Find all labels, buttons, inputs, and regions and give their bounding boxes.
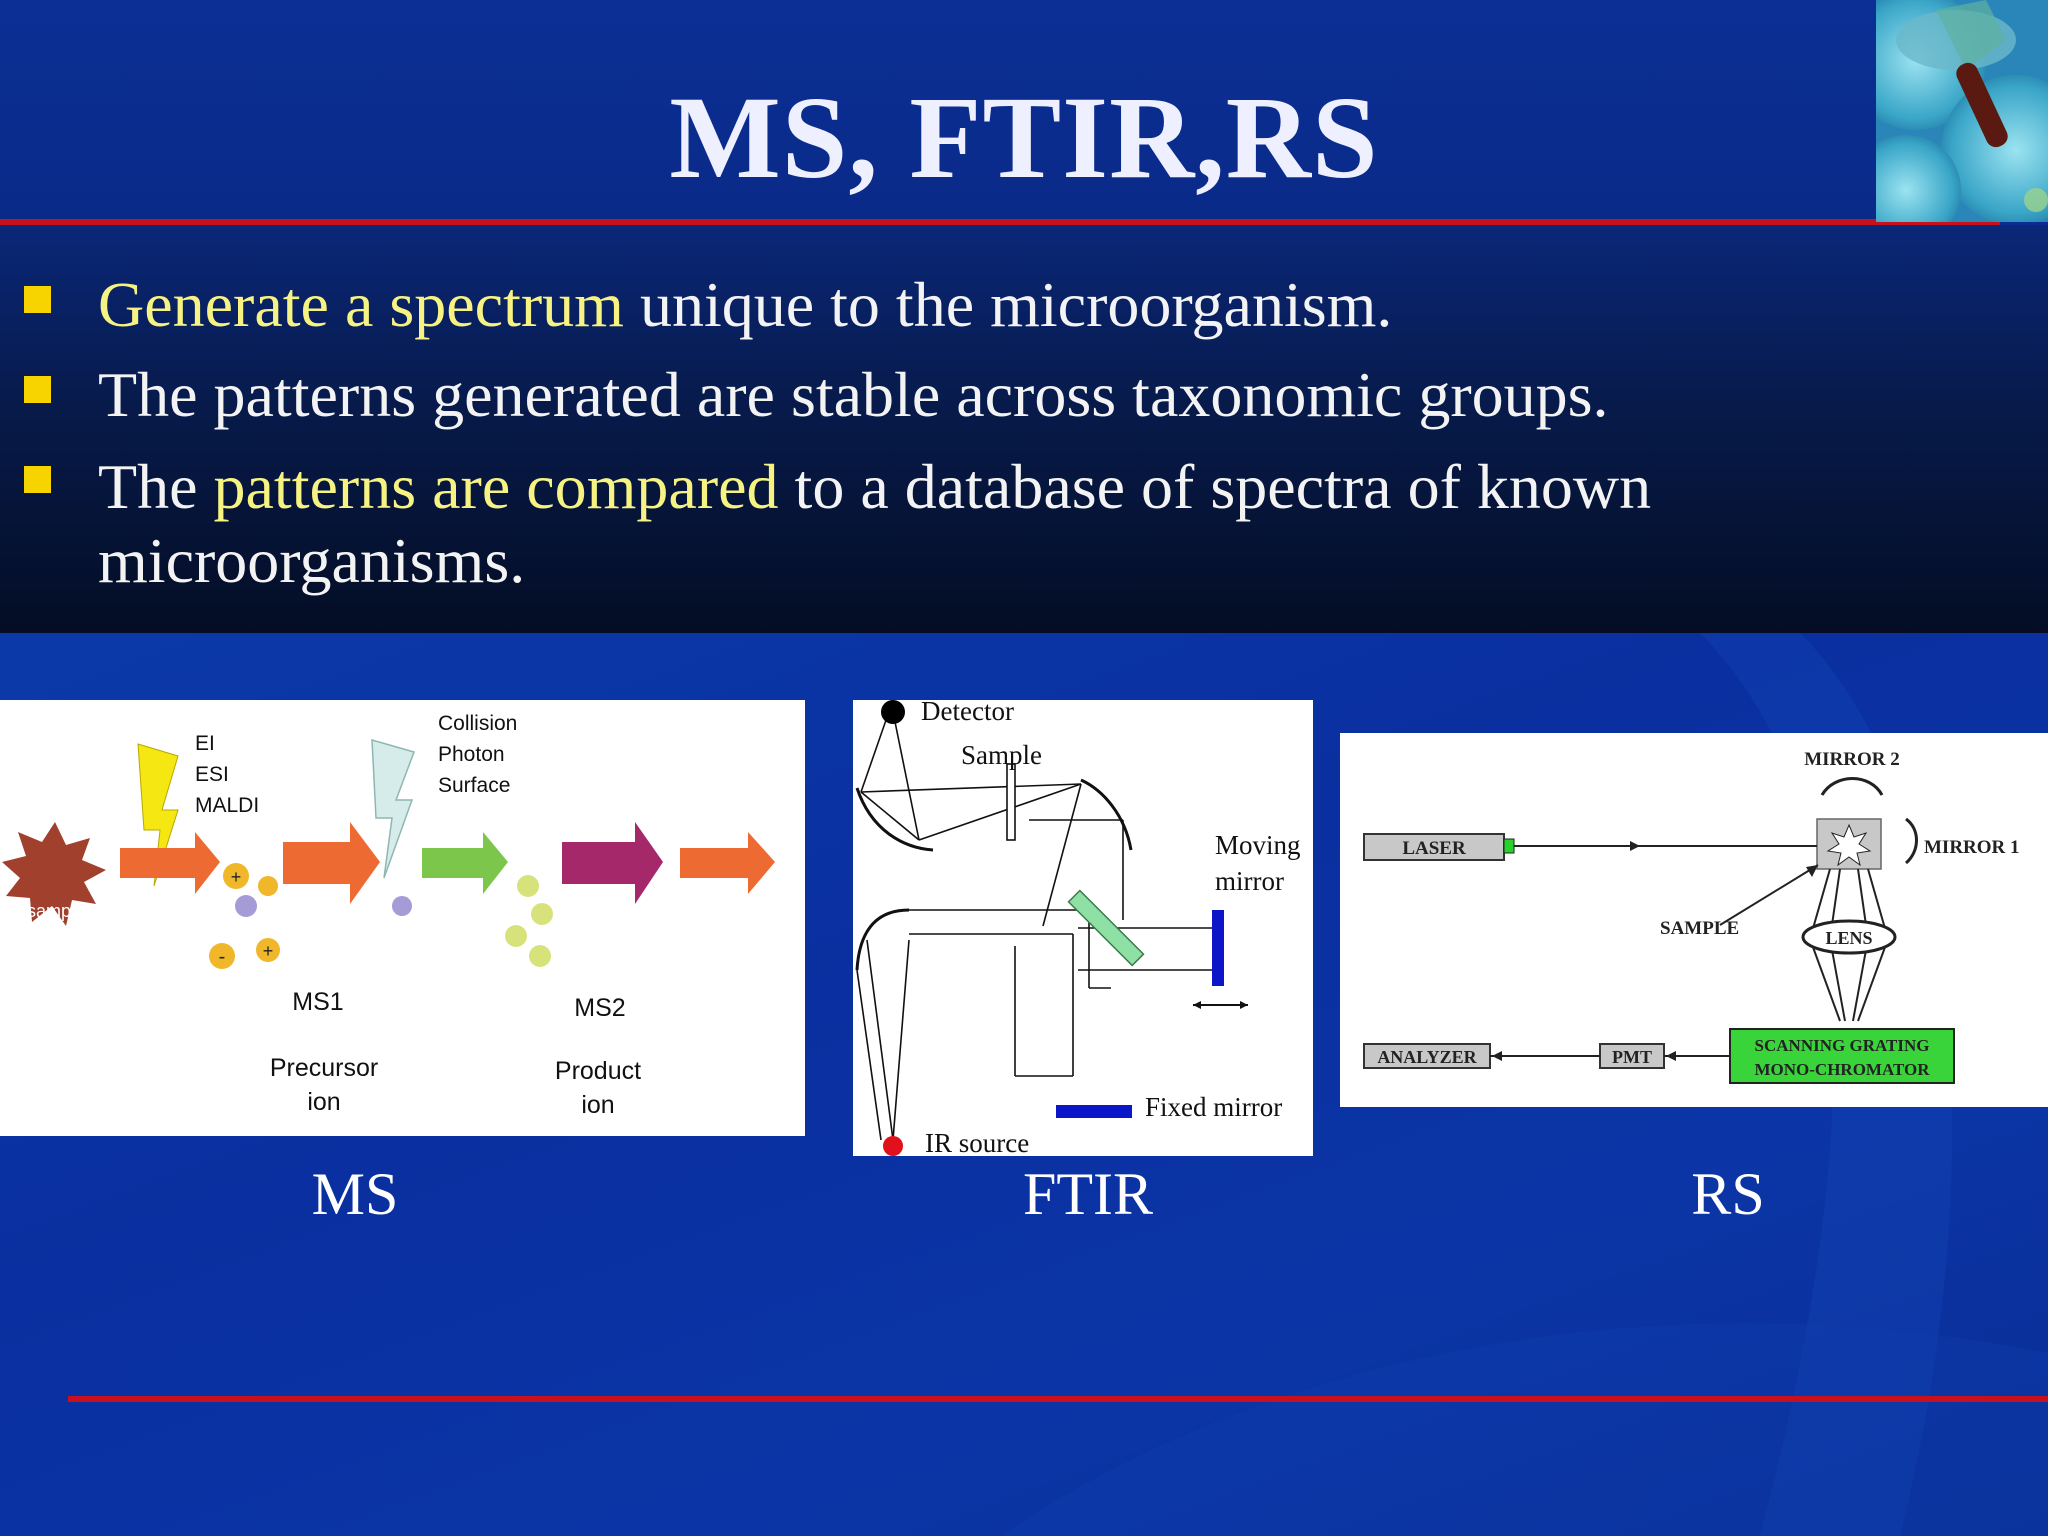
mirror2-shape <box>1820 777 1884 796</box>
caption-ms: MS <box>311 1161 399 1227</box>
ir-source-dot <box>883 1136 903 1156</box>
precursor-line2: ion <box>307 1088 340 1116</box>
moving-mirror-line2: mirror <box>1215 866 1284 896</box>
ms2-label: MS2 <box>574 994 625 1022</box>
rs-diagram: MIRROR 2 MIRROR 1 LASER SAMPLE LENS SCAN… <box>1340 733 2048 1107</box>
detection-label: detection <box>689 901 758 920</box>
collision-type-3: Surface <box>438 774 510 797</box>
analyzer-box <box>1363 1043 1491 1069</box>
precursor-line1: Precursor <box>270 1054 378 1082</box>
pmt-label: PMT <box>1612 1047 1652 1067</box>
scatter-starburst-icon <box>1826 823 1872 867</box>
separation-arrow-1 <box>283 822 380 904</box>
svg-text:-: - <box>219 946 226 968</box>
svg-text:+: + <box>231 867 242 887</box>
bullet-square-icon <box>24 376 51 403</box>
fixed-mirror-label: Fixed mirror <box>1145 1092 1282 1122</box>
ion-source-3: MALDI <box>195 794 259 817</box>
collision-type-2: Photon <box>438 743 505 766</box>
bullet-2: The patterns generated are stable across… <box>98 358 1998 432</box>
bullet-band <box>0 225 2048 633</box>
title-rule <box>0 219 2000 225</box>
lens-shape <box>1801 919 1897 955</box>
caption-rs: RS <box>1691 1161 1765 1227</box>
separation2-line1: m/z <box>594 889 620 906</box>
detection-arrow <box>680 832 775 894</box>
fragmentation-lightning-icon <box>371 738 415 879</box>
fixed-mirror <box>1056 1105 1132 1118</box>
bullet-square-icon <box>24 466 51 493</box>
sample-cell <box>1006 763 1016 841</box>
lens-label: LENS <box>1825 928 1872 948</box>
mirror2-label: MIRROR 2 <box>1804 749 1900 770</box>
sample-starburst <box>2 822 106 926</box>
bullet-3-text-b: to a database of spectra of known microo… <box>98 451 1652 596</box>
bullet-1-text: unique to the microorganism. <box>623 269 1393 340</box>
lab-photo-image <box>1876 0 2048 222</box>
ms-diagram: sample EI ESI MALDI Collision Photon Sur… <box>0 700 805 1136</box>
ionization-arrow <box>120 832 220 894</box>
bullet-1-highlight: Generate a spectrum <box>98 269 624 340</box>
separation2-line2: separation <box>570 910 645 927</box>
separation1-line2: separation <box>290 910 365 927</box>
beam-splitter <box>1067 889 1145 967</box>
caption-ftir: FTIR <box>1022 1161 1154 1227</box>
mirror1-label: MIRROR 1 <box>1924 837 2020 858</box>
fragment-label: fragment <box>426 901 493 920</box>
product-line1: Product <box>555 1057 641 1085</box>
ir-source-label: IR source <box>925 1128 1029 1156</box>
bullet-3-highlight: patterns are compared <box>213 451 779 522</box>
grating-line1: SCANNING GRATING <box>1755 1036 1930 1055</box>
moving-mirror <box>1212 910 1224 986</box>
detector-dot <box>881 700 905 724</box>
analyzer-label: ANALYZER <box>1377 1047 1477 1067</box>
bullet-1: Generate a spectrum unique to the microo… <box>98 268 1998 342</box>
slide-title: MS, FTIR,RS <box>669 72 1379 203</box>
slide-header <box>0 0 2048 222</box>
product-ions <box>505 875 553 967</box>
grating-line2: MONO-CHROMATOR <box>1754 1060 1930 1079</box>
ion-source-2: ESI <box>195 763 229 786</box>
bullet-3-text-a: The <box>98 451 214 522</box>
bottom-rule <box>68 1396 2048 1402</box>
ftir-diagram: Detector Sample Moving mirror Fixed mirr… <box>853 696 1313 1158</box>
svg-text:+: + <box>263 941 274 961</box>
product-line2: ion <box>581 1091 614 1119</box>
laser-aperture <box>1503 838 1515 854</box>
ftir-sample-label: Sample <box>961 740 1042 770</box>
bullet-3: The patterns are compared to a database … <box>98 450 1798 598</box>
ftir-detector-label: Detector <box>921 700 1014 726</box>
collision-type-1: Collision <box>438 712 517 735</box>
laser-label: LASER <box>1402 838 1466 859</box>
precursor-ions: + - + <box>209 863 412 969</box>
ms-sample-label: sample <box>27 901 85 921</box>
ionization-label: ionization <box>129 901 201 920</box>
separation1-line1: m/z <box>314 889 340 906</box>
mirror1-shape <box>1904 817 1918 865</box>
bullet-square-icon <box>24 286 51 313</box>
separation-arrow-2 <box>562 822 663 904</box>
moving-mirror-line1: Moving <box>1215 830 1301 860</box>
ms1-label: MS1 <box>292 988 343 1016</box>
ion-source-1: EI <box>195 732 215 755</box>
fragment-arrow <box>422 832 508 894</box>
bullet-2-text: The patterns generated are stable across… <box>98 359 1609 430</box>
rs-sample-label: SAMPLE <box>1660 918 1739 939</box>
